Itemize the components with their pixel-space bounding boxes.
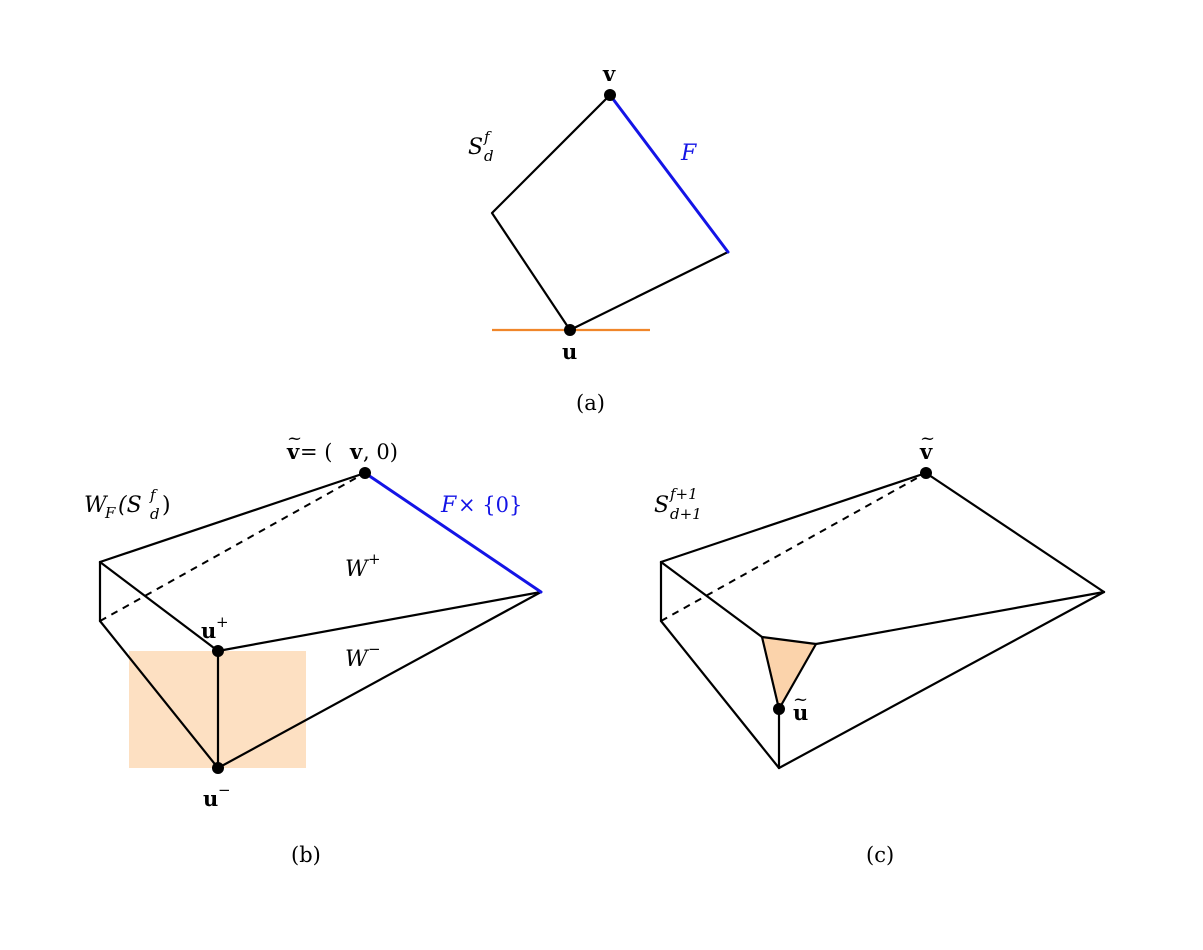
label-inner-sup: f (149, 486, 158, 504)
edge-facet-to-right (814, 590, 1106, 646)
face-F0-edge (363, 471, 543, 594)
label-uminus-base: u (203, 786, 218, 811)
label-S-c-sub: d+1 (670, 505, 702, 523)
caption-a: (a) (576, 391, 605, 415)
label-polytope-a: S f d (468, 128, 494, 165)
edge-bottom-to-right-c (777, 590, 1106, 770)
edge-uplus-right (216, 590, 543, 653)
vertex-u-minus (212, 762, 224, 774)
label-W-sub-F: F (104, 504, 116, 522)
edge-top-back (98, 471, 367, 564)
label-u-plus: u + (201, 613, 229, 643)
label-W: W (84, 493, 109, 518)
panel-a: v u F S f d (a) (468, 61, 730, 415)
edge-uminus-right (216, 590, 543, 770)
tilde-mark-v: ~ (920, 428, 935, 449)
label-v: v (602, 61, 616, 86)
label-Wminus-sup: − (368, 640, 381, 658)
vertex-v-tilde-c (920, 467, 932, 479)
edge-left-to-uminus (98, 619, 220, 770)
tilde-mark-u: ~ (793, 689, 808, 710)
label-F-times-zero: F × {0} (440, 493, 522, 518)
edge-top-right-c (924, 471, 1106, 594)
panel-b: ~ v = ( v , 0) W F (S f d ) F × {0} W + … (84, 428, 543, 867)
vertex-u (564, 324, 576, 336)
edge-left-to-facet (659, 560, 764, 639)
panel-c: ~ v ~ u S f+1 d+1 (c) (654, 428, 1106, 867)
label-v-c: v (919, 439, 933, 464)
label-paren-close: ) (162, 493, 171, 518)
label-S-sub: d (484, 147, 494, 165)
tilde-mark: ~ (287, 428, 302, 449)
label-u-c: u (793, 700, 808, 725)
label-S-c: S (654, 493, 669, 518)
label-Wplus-base: W (345, 557, 370, 582)
vertex-v (604, 89, 616, 101)
edge-top-back-c (659, 471, 928, 564)
label-u-tilde: ~ u (793, 689, 808, 725)
vertex-u-tilde (773, 703, 785, 715)
label-v-tilde-eq: ~ v = ( v , 0) (286, 428, 398, 464)
label-v-tilde-c: ~ v (919, 428, 935, 464)
face-F-edge (608, 93, 730, 254)
label-W-minus: W − (345, 640, 381, 672)
edge-left-to-uplus (98, 560, 220, 653)
label-v-inner: v (349, 439, 363, 464)
label-S-d1-f1: S f+1 d+1 (654, 485, 702, 523)
label-zero-close: , 0) (363, 440, 398, 464)
vertex-u-plus (212, 645, 224, 657)
caption-b: (b) (291, 843, 321, 867)
caption-c: (c) (866, 843, 894, 867)
label-uminus-sup: − (218, 781, 231, 799)
polytope-a-edges (490, 93, 730, 332)
orange-triangle-facet (760, 635, 818, 711)
label-times-zero: × {0} (458, 493, 522, 517)
label-W-F-S: W F (S f d ) (84, 486, 171, 523)
edge-left-to-bottom-c (659, 619, 781, 770)
vertex-v-tilde (359, 467, 371, 479)
label-Wplus-sup: + (368, 550, 381, 568)
label-Wminus-base: W (345, 647, 370, 672)
label-v-tilde-b: v (286, 439, 300, 464)
label-paren-S: (S (118, 493, 142, 518)
label-inner-sub: d (150, 505, 160, 523)
label-eq-paren: = ( (300, 440, 332, 464)
hidden-edge-c (660, 472, 927, 622)
label-F-b: F (440, 493, 457, 518)
label-face-F: F (680, 141, 697, 166)
label-W-plus: W + (345, 550, 381, 582)
label-S: S (468, 135, 483, 160)
label-S-c-sup: f+1 (669, 485, 698, 503)
label-u: u (562, 339, 577, 364)
label-S-sup: f (483, 128, 492, 146)
label-u-minus: u − (203, 781, 231, 811)
label-uplus-base: u (201, 618, 216, 643)
hidden-edge (99, 472, 366, 622)
label-uplus-sup: + (216, 613, 229, 631)
